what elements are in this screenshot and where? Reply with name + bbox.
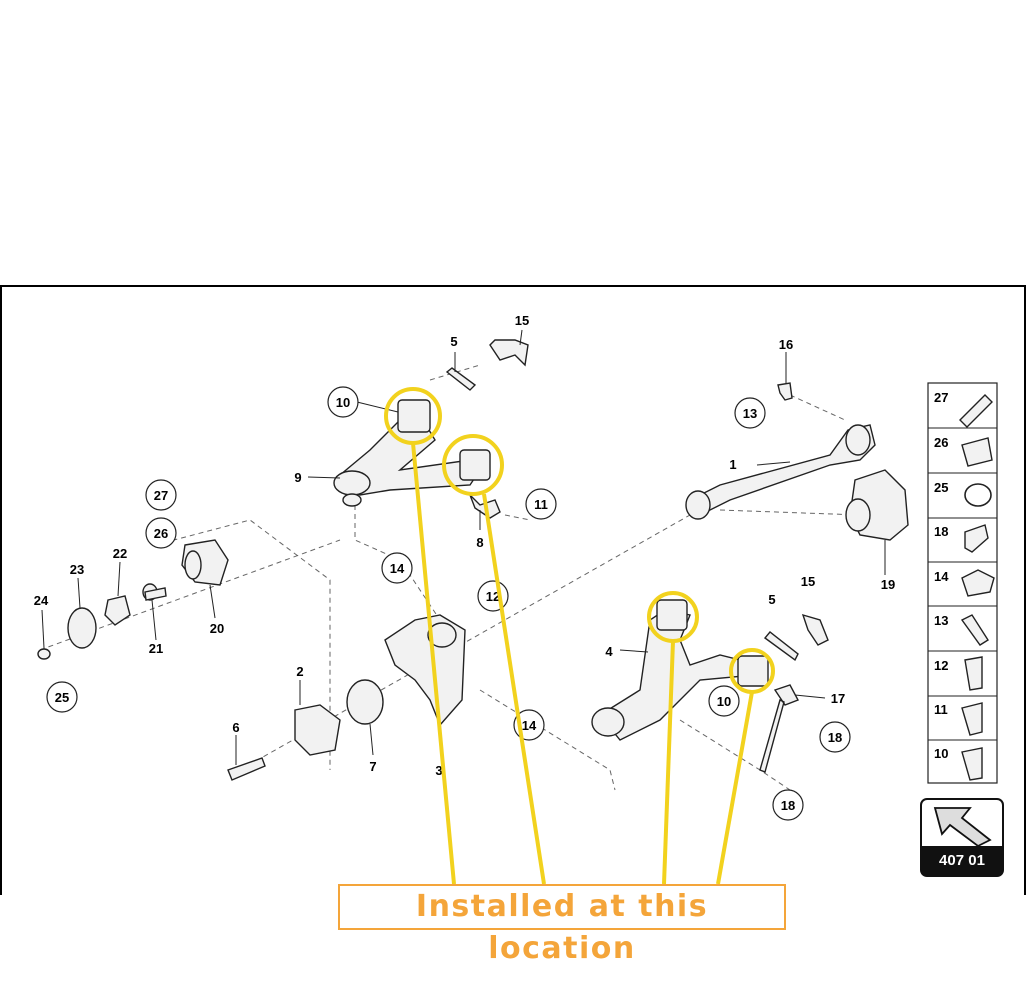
legend-label-25: 25 bbox=[934, 480, 948, 495]
upper-bracket-15 bbox=[489, 339, 529, 367]
arrow-icon bbox=[933, 807, 992, 848]
legend-screw-18-icon bbox=[964, 524, 989, 553]
legend-screw-13-icon bbox=[960, 614, 989, 646]
hub-2 bbox=[294, 704, 341, 756]
circlip-16 bbox=[777, 382, 793, 401]
installed-location-caption: Installed at this location bbox=[338, 884, 786, 966]
callout-15b: 15 bbox=[801, 574, 815, 589]
callout-10a: 10 bbox=[336, 395, 350, 410]
legend-label-14: 14 bbox=[934, 569, 949, 584]
bolt-6 bbox=[227, 757, 266, 781]
legend-label-11: 11 bbox=[934, 702, 948, 717]
legend-bolt-27-icon bbox=[959, 394, 993, 428]
callout-25: 25 bbox=[55, 690, 69, 705]
drive-shaft bbox=[685, 424, 909, 541]
legend-label-27: 27 bbox=[934, 390, 948, 405]
callout-1: 1 bbox=[729, 457, 736, 472]
wheel-hub-group bbox=[37, 539, 229, 660]
callout-21: 21 bbox=[149, 641, 163, 656]
bearing-7 bbox=[346, 679, 384, 725]
callout-16: 16 bbox=[779, 337, 793, 352]
parts-legend: 27 26 25 18 14 13 12 11 10 bbox=[927, 382, 998, 784]
legend-label-10: 10 bbox=[934, 746, 948, 761]
callout-18b: 18 bbox=[781, 798, 795, 813]
highlight-circle-upper-rear bbox=[442, 434, 504, 496]
legend-bolt-11-icon bbox=[961, 702, 983, 736]
legend-label-18: 18 bbox=[934, 524, 948, 539]
callout-labels: 15 5 10 9 8 11 14 12 27 26 22 23 24 25 2… bbox=[34, 313, 895, 813]
callout-15a: 15 bbox=[515, 313, 529, 328]
callout-circles bbox=[46, 386, 851, 821]
lower-bracket-15 bbox=[801, 613, 829, 646]
callout-17: 17 bbox=[831, 691, 845, 706]
assembly-lines bbox=[39, 364, 861, 791]
legend-label-13: 13 bbox=[934, 613, 948, 628]
steering-knuckle bbox=[384, 614, 466, 727]
callout-6: 6 bbox=[232, 720, 239, 735]
callout-4: 4 bbox=[605, 644, 613, 659]
callout-27: 27 bbox=[154, 488, 168, 503]
callout-14b: 14 bbox=[522, 718, 537, 733]
callout-22: 22 bbox=[113, 546, 127, 561]
callout-23: 23 bbox=[70, 562, 84, 577]
callout-5b: 5 bbox=[768, 592, 775, 607]
callout-9: 9 bbox=[294, 470, 301, 485]
legend-label-26: 26 bbox=[934, 435, 948, 450]
legend-label-12: 12 bbox=[934, 658, 948, 673]
callout-14a: 14 bbox=[390, 561, 405, 576]
callout-8: 8 bbox=[476, 535, 483, 550]
page-reference-number: 407 01 bbox=[921, 846, 1003, 876]
callout-5a: 5 bbox=[450, 334, 457, 349]
callout-19: 19 bbox=[881, 577, 895, 592]
callout-3: 3 bbox=[435, 763, 442, 778]
callout-11: 11 bbox=[534, 497, 548, 512]
legend-bushing-26-icon bbox=[961, 437, 993, 467]
leader-lines bbox=[41, 329, 886, 765]
callout-7: 7 bbox=[369, 759, 376, 774]
callout-24: 24 bbox=[34, 593, 49, 608]
bracket-17 bbox=[759, 684, 799, 773]
lower-clip-5 bbox=[763, 631, 799, 662]
legend-bolt-10-icon bbox=[961, 747, 983, 781]
legend-bolt-12-icon bbox=[964, 656, 983, 691]
callout-2: 2 bbox=[296, 664, 303, 679]
callout-18a: 18 bbox=[828, 730, 842, 745]
callout-20: 20 bbox=[210, 621, 224, 636]
callout-12: 12 bbox=[486, 589, 500, 604]
legend-nut-14-icon bbox=[961, 569, 995, 597]
lower-control-arm bbox=[591, 599, 769, 741]
legend-oring-25-icon bbox=[964, 483, 992, 507]
callout-13: 13 bbox=[743, 406, 757, 421]
callout-26: 26 bbox=[154, 526, 168, 541]
highlight-annotations bbox=[384, 387, 775, 885]
callout-10b: 10 bbox=[717, 694, 731, 709]
upper-clip-5 bbox=[445, 367, 477, 391]
